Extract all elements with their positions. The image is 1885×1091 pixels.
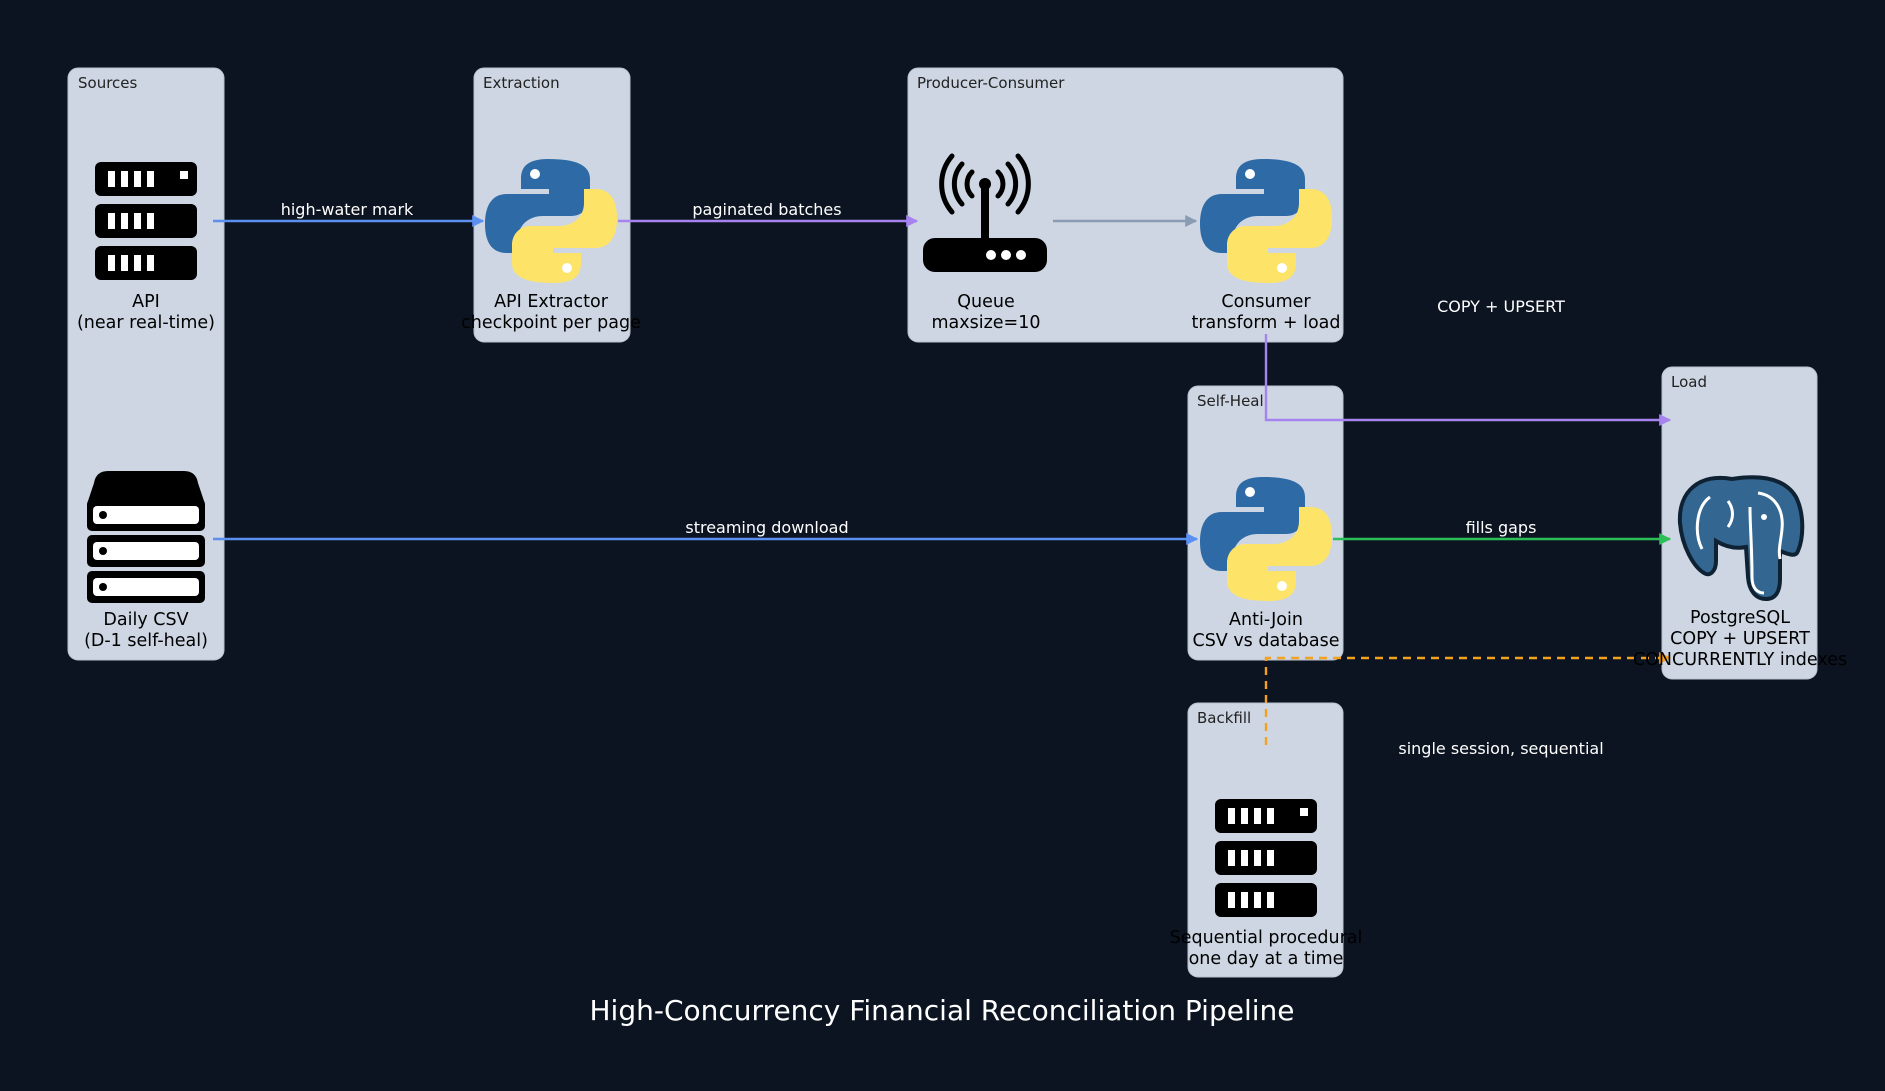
node-label-line2: (D-1 self-heal) <box>84 631 208 651</box>
edge-label: COPY + UPSERT <box>1437 297 1565 316</box>
node-daily-csv: Daily CSV (D-1 self-heal) <box>84 471 208 651</box>
edge-consumer-to-postgres: COPY + UPSERT <box>1264 297 1672 426</box>
edge-label: fills gaps <box>1466 518 1537 537</box>
edge-backfill-to-postgres: single session, sequential <box>1264 652 1672 758</box>
node-label-line1: Sequential procedural <box>1170 928 1363 948</box>
node-label-line1: Queue <box>957 292 1015 312</box>
cluster-label: Backfill <box>1197 709 1251 727</box>
node-label-line2: maxsize=10 <box>932 313 1041 333</box>
edge-label: single session, sequential <box>1398 739 1603 758</box>
node-label-line2: COPY + UPSERT <box>1670 629 1810 649</box>
node-label-line1: Daily CSV <box>103 610 188 630</box>
node-label-line2: checkpoint per page <box>461 313 641 333</box>
cluster-label: Extraction <box>483 74 560 92</box>
node-postgresql: PostgreSQL COPY + UPSERT CONCURRENTLY in… <box>1633 475 1847 670</box>
node-label-line1: Anti-Join <box>1229 610 1303 630</box>
node-label-line2: (near real-time) <box>77 313 215 333</box>
node-label-line2: CSV vs database <box>1192 631 1339 651</box>
node-queue: Queue maxsize=10 <box>923 156 1047 333</box>
edge-extractor-to-queue: paginated batches <box>618 200 919 227</box>
node-label-line1: Consumer <box>1221 292 1311 312</box>
node-sequential-procedural: Sequential procedural one day at a time <box>1170 799 1363 969</box>
cluster-label: Producer-Consumer <box>917 74 1065 92</box>
edge-label: streaming download <box>685 518 848 537</box>
node-api-extractor: API Extractor checkpoint per page <box>461 159 641 333</box>
node-label-line3: CONCURRENTLY indexes <box>1633 650 1847 670</box>
cluster-label: Load <box>1671 373 1707 391</box>
edge-label: high-water mark <box>281 200 414 219</box>
cluster-label: Self-Heal <box>1197 392 1264 410</box>
cluster-label: Sources <box>78 74 138 92</box>
server-rack-icon <box>95 162 197 280</box>
node-label-line1: PostgreSQL <box>1690 608 1790 628</box>
server-rack-icon <box>1215 799 1317 917</box>
node-label-line1: API <box>132 292 160 312</box>
node-consumer: Consumer transform + load <box>1192 159 1341 333</box>
node-api: API (near real-time) <box>77 162 215 333</box>
node-label-line1: API Extractor <box>494 292 609 312</box>
edge-api-to-extractor: high-water mark <box>213 200 485 227</box>
edge-csv-to-antijoin: streaming download <box>213 518 1199 545</box>
edge-antijoin-to-postgres: fills gaps <box>1333 518 1672 545</box>
storage-stack-icon <box>87 471 205 603</box>
node-anti-join: Anti-Join CSV vs database <box>1192 477 1340 651</box>
diagram-title: High-Concurrency Financial Reconciliatio… <box>590 994 1295 1027</box>
node-label-line2: one day at a time <box>1189 949 1344 969</box>
edge-label: paginated batches <box>692 200 841 219</box>
node-label-line2: transform + load <box>1192 313 1341 333</box>
